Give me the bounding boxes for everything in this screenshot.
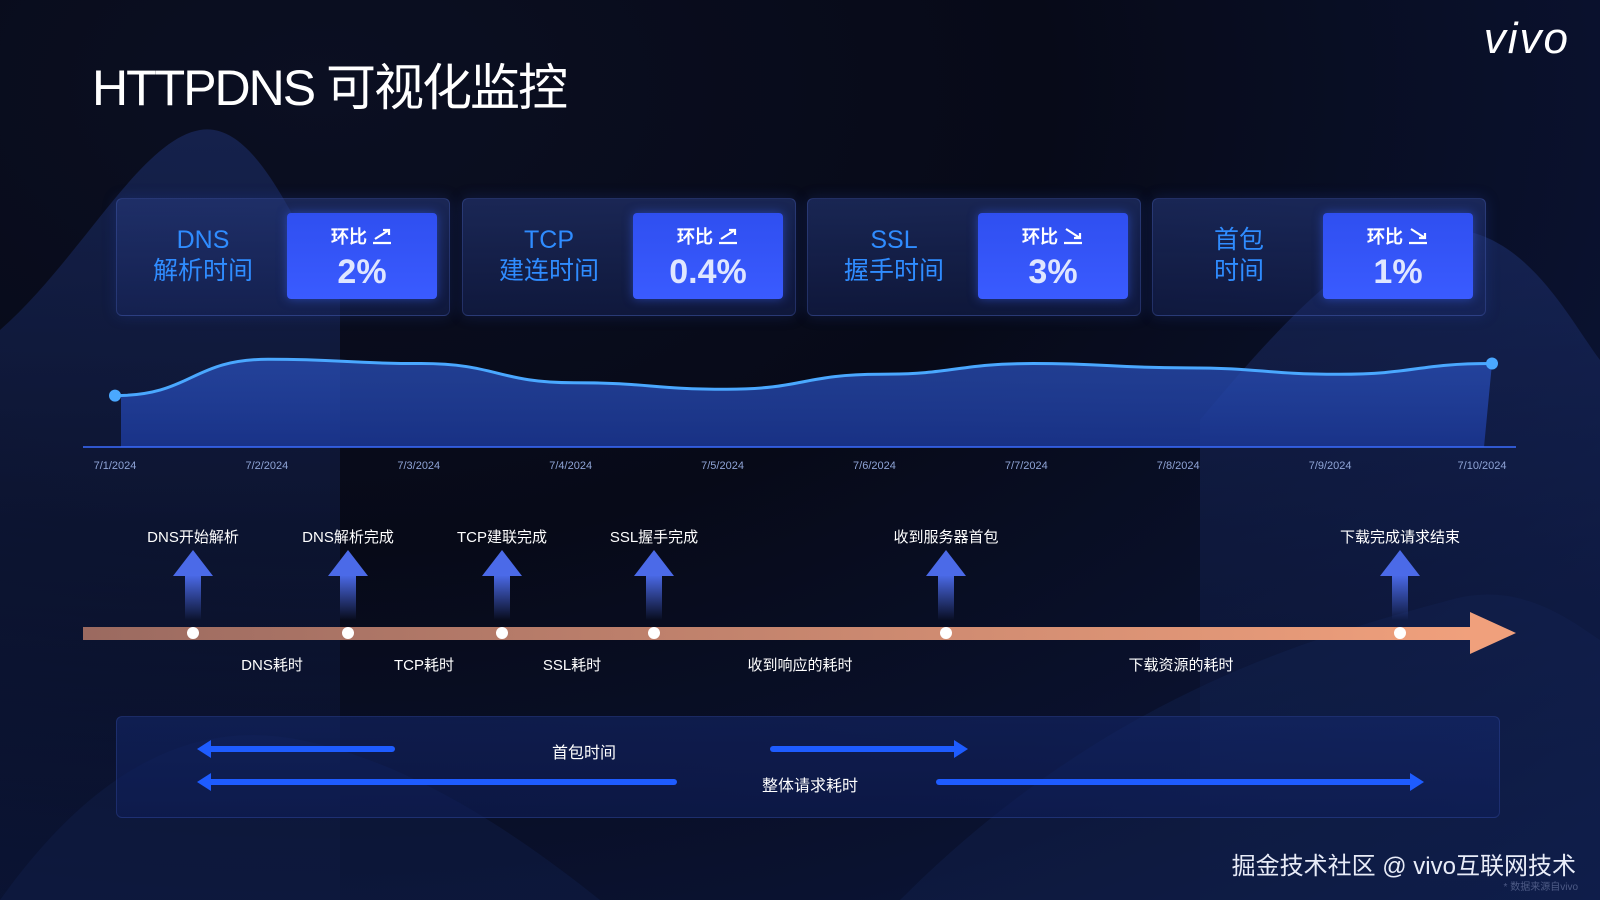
- badge-value: 1%: [1373, 253, 1423, 291]
- chart-point: [1486, 357, 1498, 370]
- metric-card-first-packet: 首包 时间 环比 1%: [1152, 198, 1486, 316]
- metric-label-line2: 建连时间: [498, 257, 599, 285]
- milestone-dot: [648, 627, 660, 639]
- x-tick-label: 7/7/2024: [1004, 460, 1048, 472]
- metric-label-line2: 时间: [1213, 257, 1264, 285]
- change-badge: 环比 2%: [287, 213, 437, 299]
- milestone-up-arrow: [634, 550, 674, 620]
- milestone-label: TCP建联完成: [456, 529, 548, 546]
- trend-up-icon: [373, 228, 391, 245]
- segment-label: DNS耗时: [241, 657, 303, 674]
- x-tick-label: 7/3/2024: [397, 460, 441, 472]
- chart-point: [109, 389, 121, 402]
- trend-down-icon: [1064, 228, 1082, 245]
- metric-label: DNS 解析时间: [117, 225, 289, 287]
- page-title: HTTPDNS 可视化监控: [92, 60, 568, 116]
- x-tick-label: 7/8/2024: [1156, 460, 1200, 472]
- badge-value: 2%: [337, 253, 387, 291]
- metric-label-line1: DNS: [176, 226, 230, 254]
- chart-series-line: [114, 357, 1493, 398]
- metric-label-line1: 首包: [1213, 226, 1264, 254]
- badge-label: 环比: [1367, 227, 1403, 247]
- change-badge: 环比 0.4%: [633, 213, 783, 299]
- first-packet-label: 首包时间: [551, 745, 617, 762]
- metric-card-dns: DNS 解析时间 环比 2%: [116, 198, 450, 316]
- milestone-up-arrow: [173, 550, 213, 620]
- badge-label: 环比: [677, 227, 713, 247]
- metric-label-line2: 解析时间: [152, 257, 253, 285]
- milestone-up-arrow: [926, 550, 966, 620]
- metric-label-line1: SSL: [870, 226, 918, 254]
- metric-label: TCP 建连时间: [463, 225, 635, 287]
- change-badge: 环比 3%: [978, 213, 1128, 299]
- badge-label: 环比: [331, 227, 367, 247]
- chart-area-fill: [115, 359, 1492, 447]
- footer-credit: 掘金技术社区 @ vivo互联网技术: [1231, 853, 1576, 880]
- segment-label: TCP耗时: [393, 657, 455, 674]
- x-tick-label: 7/2/2024: [245, 460, 289, 472]
- change-badge: 环比 1%: [1323, 213, 1473, 299]
- trend-up-icon: [719, 228, 737, 245]
- first-packet-arrow: [197, 740, 968, 758]
- badge-value: 3%: [1028, 253, 1078, 291]
- x-tick-label: 7/5/2024: [701, 460, 744, 472]
- milestone-up-arrow: [482, 550, 522, 620]
- vivo-logo: vivo: [1483, 14, 1570, 63]
- x-tick-label: 7/6/2024: [853, 460, 896, 472]
- metric-card-ssl: SSL 握手时间 环比 3%: [807, 198, 1141, 316]
- x-tick-label: 7/9/2024: [1308, 460, 1352, 472]
- milestone-dot: [1394, 627, 1406, 639]
- timeline-axis: [83, 627, 1473, 640]
- duration-legend-box: [116, 716, 1500, 818]
- timeline-arrowhead: [1470, 612, 1516, 654]
- milestone-up-arrow: [328, 550, 368, 620]
- metric-label-line2: 握手时间: [843, 257, 944, 285]
- segment-label: 收到响应的耗时: [747, 657, 853, 674]
- milestone-dot: [496, 627, 508, 639]
- milestone-label: 收到服务器首包: [893, 529, 999, 546]
- total-request-label: 整体请求耗时: [761, 778, 859, 795]
- x-tick-label: 7/10/2024: [1457, 460, 1507, 472]
- badge-label: 环比: [1022, 227, 1058, 247]
- data-source-note: * 数据来源自vivo: [1503, 882, 1578, 893]
- milestone-label: DNS开始解析: [147, 529, 239, 546]
- total-request-arrow: [197, 773, 1424, 791]
- milestone-label: SSL握手完成: [609, 529, 699, 546]
- milestone-up-arrow: [1380, 550, 1420, 620]
- x-tick-label: 7/4/2024: [549, 460, 593, 472]
- metric-label: SSL 握手时间: [808, 225, 980, 287]
- badge-value: 0.4%: [669, 253, 747, 291]
- trend-down-icon: [1409, 228, 1427, 245]
- metric-label-line1: TCP: [524, 226, 574, 254]
- milestone-dot: [342, 627, 354, 639]
- metric-card-tcp: TCP 建连时间 环比 0.4%: [462, 198, 796, 316]
- milestone-label: DNS解析完成: [302, 529, 394, 546]
- x-tick-label: 7/1/2024: [93, 460, 137, 472]
- milestone-label: 下载完成请求结束: [1339, 529, 1461, 546]
- segment-label: SSL耗时: [542, 657, 602, 674]
- metric-label: 首包 时间: [1153, 225, 1325, 287]
- milestone-dot: [940, 627, 952, 639]
- segment-label: 下载资源的耗时: [1128, 657, 1234, 674]
- milestone-dot: [187, 627, 199, 639]
